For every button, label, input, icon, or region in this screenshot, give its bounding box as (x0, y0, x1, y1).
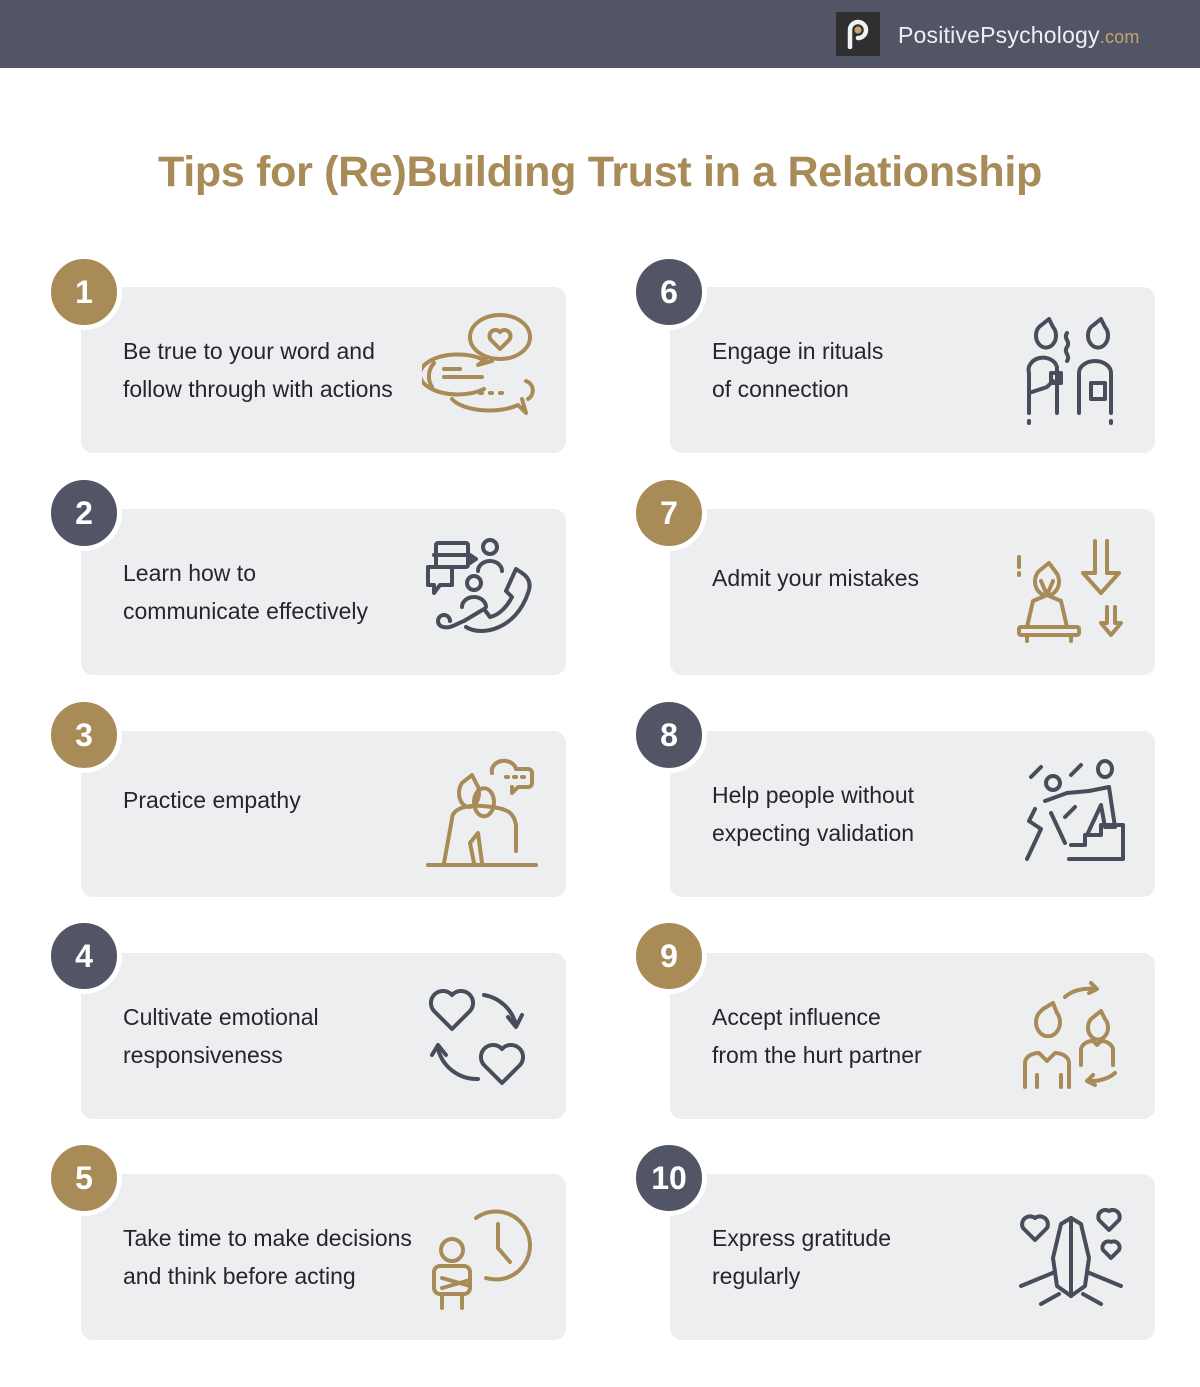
tip-card-6: Engage in rituals of connection (670, 287, 1155, 453)
speech-bubbles-heart-icon (422, 313, 535, 415)
tip-text: Accept influence from the hurt partner (712, 1004, 922, 1068)
tip-card-2: Learn how to communicate effectively (81, 509, 566, 675)
tip-card-1: Be true to your word and follow through … (81, 287, 566, 453)
tip-card-3: Practice empathy (81, 731, 566, 897)
exchanging-hearts-icon (428, 988, 526, 1085)
tip-card-5: Take time to make decisions and think be… (81, 1174, 566, 1340)
tip-card-10: Express gratitude regularly (670, 1174, 1155, 1340)
tip-number-badge-5: 5 (46, 1140, 122, 1216)
tip-text: Help people without expecting validation (712, 782, 915, 846)
tip-text: Engage in rituals of connection (712, 338, 884, 402)
page-title: Tips for (Re)Building Trust in a Relatio… (158, 148, 1042, 196)
tip-card-8: Help people without expecting validation (670, 731, 1155, 897)
tip-text: Learn how to communicate effectively (123, 560, 369, 624)
phone-conversation-icon (426, 538, 532, 633)
praying-hands-hearts-icon (1019, 1207, 1123, 1306)
helping-hand-stairs-icon (1025, 759, 1125, 861)
brand-name[interactable]: PositivePsychology.com (898, 20, 1140, 52)
tip-text: Cultivate emotional responsiveness (123, 1004, 319, 1068)
tip-text: Practice empathy (123, 787, 301, 813)
tip-number-badge-6: 6 (631, 254, 707, 330)
logo[interactable] (836, 12, 880, 56)
tip-number-badge-4: 4 (46, 918, 122, 994)
two-people-coffee-icon (1026, 317, 1113, 425)
tip-text: Take time to make decisions and think be… (123, 1225, 412, 1289)
person-clock-icon (432, 1209, 532, 1310)
tip-number-badge-2: 2 (46, 475, 122, 551)
tip-number-badge-1: 1 (46, 254, 122, 330)
two-people-exchange-icon (1023, 981, 1117, 1089)
tip-number-badge-7: 7 (631, 475, 707, 551)
tip-number-badge-8: 8 (631, 697, 707, 773)
tip-number-badge-9: 9 (631, 918, 707, 994)
tip-card-9: Accept influence from the hurt partner (670, 953, 1155, 1119)
person-down-arrows-icon (1017, 539, 1123, 643)
tip-card-4: Cultivate emotional responsiveness (81, 953, 566, 1119)
logo-p-icon (847, 19, 869, 49)
tip-text: Be true to your word and follow through … (123, 338, 393, 402)
tip-text: Express gratitude regularly (712, 1225, 891, 1289)
tip-number-badge-3: 3 (46, 697, 122, 773)
tip-text: Admit your mistakes (712, 565, 920, 591)
tip-number-badge-10: 10 (631, 1140, 707, 1216)
tip-card-7: Admit your mistakes (670, 509, 1155, 675)
brand-tld: .com (1099, 27, 1140, 47)
brand-name-text: PositivePsychology (898, 22, 1100, 48)
header-bar: PositivePsychology.com (0, 0, 1200, 68)
embracing-people-icon (426, 758, 538, 867)
